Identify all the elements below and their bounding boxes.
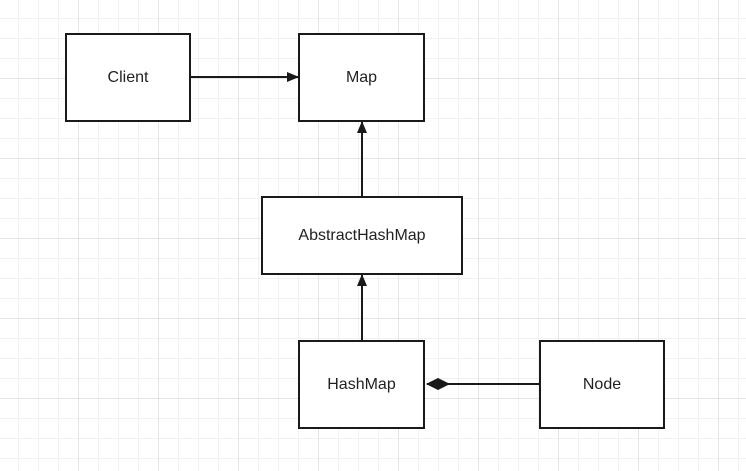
- node-map-label: Map: [345, 68, 378, 86]
- node-map[interactable]: Map: [298, 33, 425, 122]
- node-abstracthashmap[interactable]: AbstractHashMap: [261, 196, 463, 275]
- composition-diamond: [426, 378, 450, 390]
- node-node-label: Node: [582, 375, 622, 393]
- node-abstracthashmap-label: AbstractHashMap: [298, 226, 426, 244]
- node-client-label: Client: [107, 68, 149, 86]
- node-client[interactable]: Client: [65, 33, 191, 122]
- node-node[interactable]: Node: [539, 340, 665, 429]
- node-hashmap[interactable]: HashMap: [298, 340, 425, 429]
- node-hashmap-label: HashMap: [327, 375, 396, 393]
